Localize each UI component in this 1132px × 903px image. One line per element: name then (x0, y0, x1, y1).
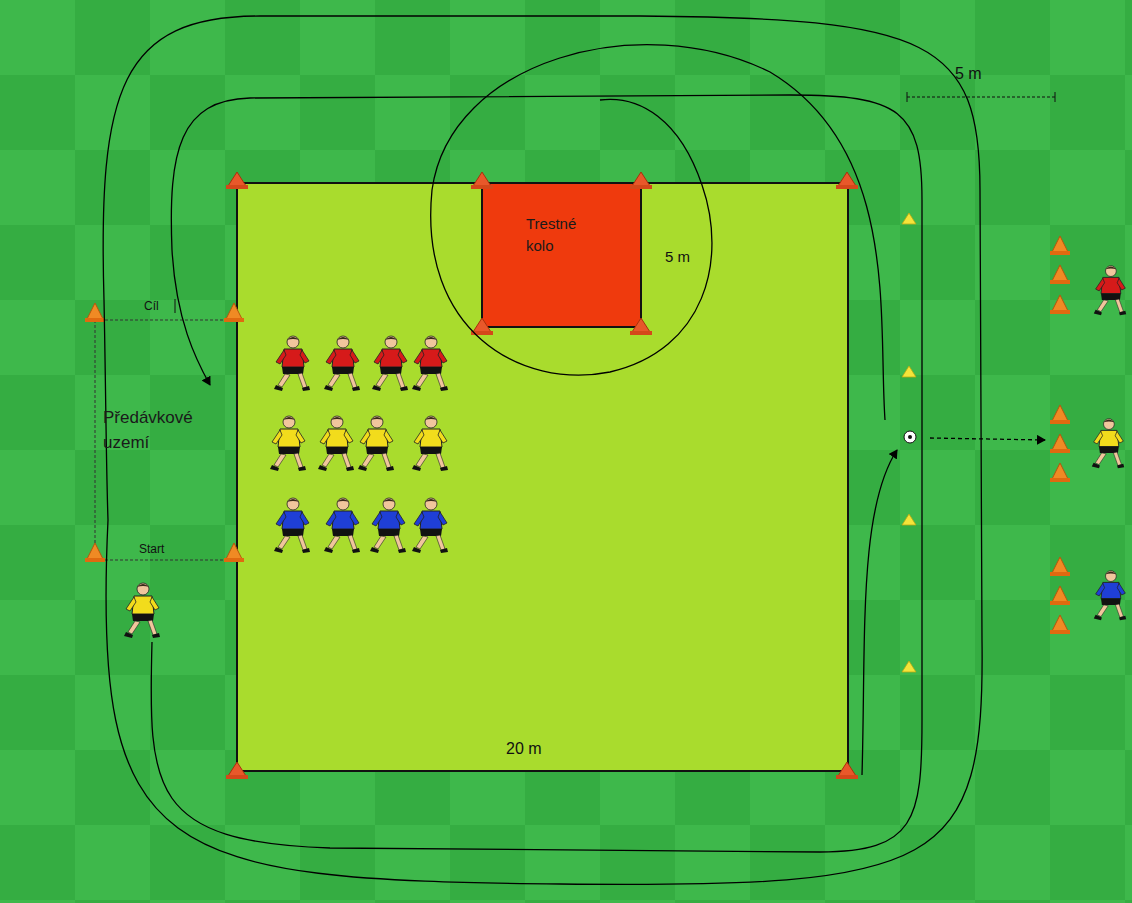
start-label: Start (139, 542, 164, 556)
side-dimension: 20 m (506, 740, 542, 758)
finish-label: Cíl (144, 299, 159, 313)
node-text: Trestné kolo (526, 213, 596, 257)
penalty-lap-box: Trestné kolo (482, 183, 641, 327)
side-dimension: 5 m (665, 248, 690, 265)
handover-zone: Předávkové uzemí (95, 320, 235, 560)
node-text: Předávkové uzemí (103, 406, 228, 455)
scale-dimension: 5 m (955, 65, 982, 83)
